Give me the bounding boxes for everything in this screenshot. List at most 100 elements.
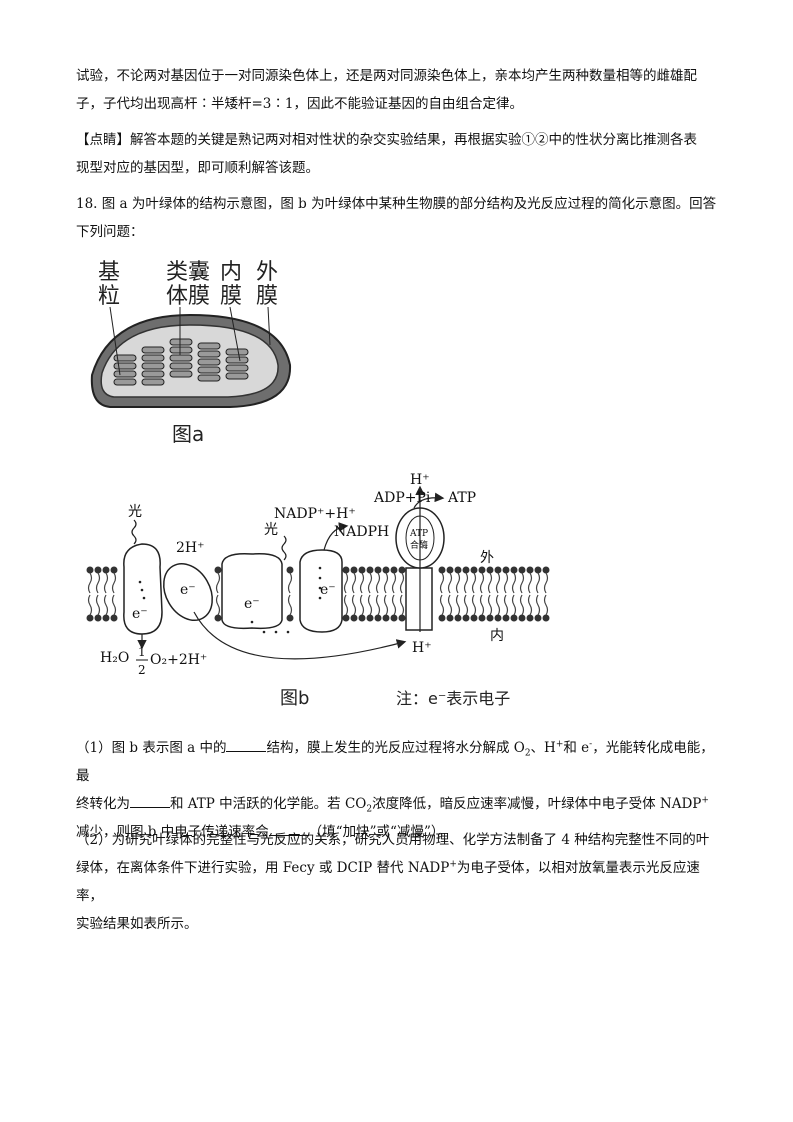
lipid-tail [527, 594, 533, 616]
lipid-head [478, 566, 486, 574]
comment-tag: 【点睛】 [76, 132, 130, 148]
lipid-head [286, 566, 294, 574]
lipid-head [486, 614, 494, 622]
lipid-head [86, 566, 94, 574]
lipid-head [534, 614, 542, 622]
text-run: 绿体，在离体条件下进行实验，用 Fecy 或 DCIP 替代 NADP [76, 860, 450, 876]
lipid-head [470, 566, 478, 574]
lipid-head [502, 614, 510, 622]
lipid-tail [479, 572, 485, 594]
lipid-head [478, 614, 486, 622]
text-line: （2）为研究叶绿体的完整性与光反应的关系，研究人员用物理、化学方法制备了 4 种… [76, 832, 710, 848]
lipid-tail [471, 594, 477, 616]
answer-blank-1[interactable] [226, 737, 267, 752]
text-run: 为电子受体，以相对放氧量表示光反应速率， [76, 860, 700, 904]
lipid-head [398, 566, 406, 574]
lipid-head [358, 566, 366, 574]
outside-label: 外 [480, 550, 494, 566]
adp-label: ADP+Pi [373, 490, 431, 506]
lipid-tail [439, 594, 445, 616]
lipid-tail [535, 572, 541, 594]
lipid-tail [479, 594, 485, 616]
lipid-tail [447, 594, 453, 616]
atp-synthase-channel [405, 567, 433, 631]
lipid-head [438, 614, 446, 622]
lipid-head [102, 614, 110, 622]
lipid-head [526, 614, 534, 622]
lipid-tail [359, 594, 365, 616]
lipid-head [342, 614, 350, 622]
lipid-head [462, 614, 470, 622]
lipid-tail [503, 572, 509, 594]
lipid-tail [519, 572, 525, 594]
lipid-head [86, 614, 94, 622]
label-inner-2: 膜 [220, 284, 242, 309]
two-h-label: 2H⁺ [176, 540, 205, 556]
lipid-head [502, 566, 510, 574]
cytochrome-complex [221, 552, 283, 630]
text-run: （1）图 b 表示图 a 中的 [76, 740, 227, 756]
lipid-tail [359, 572, 365, 594]
lipid-tail [95, 572, 101, 594]
subscript: 2 [524, 748, 531, 759]
photosystem-1 [299, 549, 343, 633]
label-grana-2: 粒 [98, 284, 120, 309]
lipid-head [454, 614, 462, 622]
light-label-1: 光 [128, 504, 142, 520]
lipid-tail [375, 594, 381, 616]
text-run: 浓度降低，暗反应速率减慢，叶绿体中电子受体 NADP [372, 796, 702, 812]
lipid-tail [439, 572, 445, 594]
answer-blank-2[interactable] [130, 793, 170, 808]
lipid-head [110, 614, 118, 622]
lipid-head [542, 614, 550, 622]
lipid-tail [399, 572, 405, 594]
superscript: + [555, 739, 564, 750]
lipid-head [382, 566, 390, 574]
lipid-tail [391, 572, 397, 594]
electron-label-1: e⁻ [132, 606, 148, 622]
light-wave-1 [131, 519, 137, 545]
text-line: 18. 图 a 为叶绿体的结构示意图，图 b 为叶绿体中某种生物膜的部分结构及光… [76, 196, 717, 212]
text-line: 子，子代均出现高杆∶半矮杆=3∶1，因此不能验证基因的自由组合定律。 [76, 96, 523, 112]
lipid-tail [487, 572, 493, 594]
lipid-head [350, 566, 358, 574]
lipid-tail [399, 594, 405, 616]
sub-question-1: （1）图 b 表示图 a 中的结构，膜上发生的光反应过程将水分解成 O2、H+和… [76, 734, 724, 846]
lipid-layer [86, 566, 550, 622]
lipid-tail [535, 594, 541, 616]
lipid-head [494, 614, 502, 622]
nadph-label: NADPH [334, 524, 389, 540]
lipid-tail [391, 594, 397, 616]
grana-stacks [113, 338, 249, 386]
text-line: 下列问题： [76, 224, 144, 240]
lipid-head [518, 566, 526, 574]
light-wave-2 [281, 535, 287, 561]
lipid-tail [463, 572, 469, 594]
lipid-tail [351, 572, 357, 594]
answer-blank-3[interactable] [268, 821, 309, 836]
lipid-head [438, 566, 446, 574]
lipid-head [398, 614, 406, 622]
lipid-tail [503, 594, 509, 616]
label-thylakoid-2: 体膜 [166, 284, 210, 309]
lipid-tail [527, 572, 533, 594]
nadph-arrow [323, 522, 349, 551]
atp-enzyme-1: ATP [409, 529, 428, 539]
lipid-head [102, 566, 110, 574]
lipid-head [526, 566, 534, 574]
o2-label: O₂+2H⁺ [150, 652, 207, 668]
subscript: 2 [366, 804, 373, 815]
lipid-tail [495, 572, 501, 594]
lipid-head [382, 614, 390, 622]
lipid-head [494, 566, 502, 574]
text-run: ，光能转化成电能，最 [76, 740, 714, 784]
figure-b-caption: 图b [280, 688, 309, 709]
lipid-head [374, 614, 382, 622]
lipid-tail [343, 594, 349, 616]
half-num: 1 [138, 645, 146, 659]
text-line: 解答本题的关键是熟记两对相对性状的杂交实验结果，再根据实验①②中的性状分离比推测… [130, 132, 697, 148]
text-line: 试验，不论两对基因位于一对同源染色体上，还是两对同源染色体上，亲本均产生两种数量… [76, 68, 697, 84]
lipid-tail [495, 594, 501, 616]
lipid-tail [383, 572, 389, 594]
lipid-head [390, 614, 398, 622]
